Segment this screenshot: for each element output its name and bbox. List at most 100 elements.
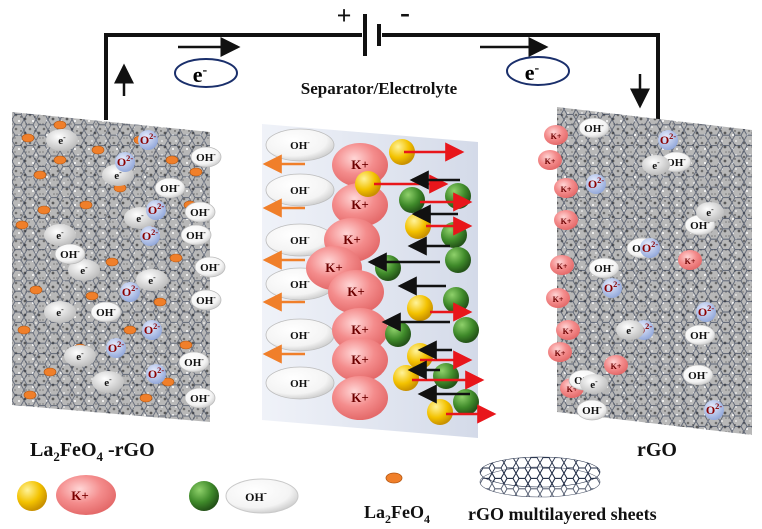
oxide-ion: O2- bbox=[140, 226, 160, 246]
svg-text:e-: e- bbox=[590, 377, 598, 391]
hydroxide-ion: OH- bbox=[576, 399, 608, 421]
la2feo4-particle bbox=[165, 155, 179, 165]
la2feo4-particle bbox=[79, 200, 93, 210]
electron-particle: e- bbox=[642, 155, 670, 175]
svg-text:e-: e- bbox=[114, 168, 122, 182]
legend-la2feo4-label: La2FeO4 bbox=[364, 502, 430, 526]
svg-text:OH-: OH- bbox=[690, 218, 710, 232]
yellow-particle bbox=[355, 171, 381, 197]
electron-label: e bbox=[525, 60, 535, 85]
green-particle bbox=[453, 317, 479, 343]
legend: K+ OH- La2FeO4 rGO multilayered sheets bbox=[17, 456, 657, 526]
svg-text:e-: e- bbox=[525, 60, 540, 85]
electron-particle: e- bbox=[580, 374, 608, 394]
yellow-particle bbox=[407, 295, 433, 321]
svg-text:O2-: O2- bbox=[108, 340, 125, 355]
svg-text:OH-: OH- bbox=[190, 391, 210, 405]
legend-k-ion: K+ bbox=[56, 475, 116, 515]
right-electrode: K+K+K+K+K+K+K+K+K+K+K+OH-OH-OH-OH-OH-OH-… bbox=[538, 107, 752, 435]
green-particle bbox=[453, 389, 479, 415]
hydroxide-ion: OH- bbox=[265, 128, 335, 162]
svg-text:e-: e- bbox=[80, 263, 88, 277]
hydroxide-ion: OH- bbox=[90, 301, 122, 323]
svg-text:O2-: O2- bbox=[144, 322, 161, 337]
svg-text:O2-: O2- bbox=[698, 304, 715, 319]
svg-text:OH-: OH- bbox=[584, 121, 604, 135]
svg-text:OH-: OH- bbox=[290, 183, 310, 197]
electron-particle: e- bbox=[46, 129, 78, 151]
electron-particle: e- bbox=[616, 320, 644, 340]
svg-text:e-: e- bbox=[58, 133, 66, 147]
svg-text:K+: K+ bbox=[553, 295, 564, 304]
svg-text:e-: e- bbox=[193, 62, 208, 87]
svg-text:K+: K+ bbox=[351, 352, 369, 367]
svg-text:O2-: O2- bbox=[604, 280, 621, 295]
oxide-ion: O2- bbox=[120, 282, 140, 302]
svg-text:O2-: O2- bbox=[122, 284, 139, 299]
la2feo4-particle bbox=[189, 167, 203, 177]
green-particle bbox=[433, 363, 459, 389]
svg-text:K+: K+ bbox=[347, 284, 365, 299]
svg-text:OH-: OH- bbox=[190, 205, 210, 219]
svg-text:O2-: O2- bbox=[140, 132, 157, 147]
svg-text:O2-: O2- bbox=[706, 402, 723, 417]
svg-text:K+: K+ bbox=[545, 157, 556, 166]
green-particle bbox=[385, 321, 411, 347]
la2feo4-particle bbox=[21, 133, 35, 143]
electron-sup: - bbox=[203, 63, 208, 78]
la2feo4-particle bbox=[37, 205, 51, 215]
svg-text:O2-: O2- bbox=[642, 240, 659, 255]
oxide-ion: O2- bbox=[602, 278, 622, 298]
svg-text:K+: K+ bbox=[611, 362, 622, 371]
hydroxide-ion: OH- bbox=[184, 201, 216, 223]
oxide-ion: O2- bbox=[146, 364, 166, 384]
la2feo4-particle bbox=[53, 120, 67, 130]
hydroxide-ion: OH- bbox=[194, 256, 226, 278]
la2feo4-particle bbox=[29, 285, 43, 295]
electron-sup: - bbox=[535, 61, 540, 76]
svg-text:K+: K+ bbox=[351, 197, 369, 212]
separator-ions: OH-OH-OH-OH-OH-OH-K+K+K+K+K+K+K+K+ bbox=[262, 128, 497, 425]
electron-particle: e- bbox=[68, 259, 100, 281]
svg-text:K+: K+ bbox=[567, 385, 578, 394]
potassium-ion: K+ bbox=[678, 250, 702, 270]
battery-minus-sign: - bbox=[400, 0, 410, 29]
oxide-ion: O2- bbox=[142, 320, 162, 340]
legend-oh-ion: OH- bbox=[225, 478, 299, 514]
la2feo4-particle bbox=[53, 155, 67, 165]
svg-text:OH-: OH- bbox=[290, 233, 310, 247]
svg-text:K+: K+ bbox=[325, 260, 343, 275]
la2feo4-particle bbox=[91, 145, 105, 155]
svg-text:OH-: OH- bbox=[96, 305, 116, 319]
left-electrode: e-e-e-e-e-e-e-e-e-O2-O2-O2-O2-O2-O2-O2-O… bbox=[12, 112, 226, 422]
svg-text:K+: K+ bbox=[351, 390, 369, 405]
left-electrode-label: La2FeO4 -rGO bbox=[30, 439, 155, 464]
la2feo4-particle bbox=[17, 325, 31, 335]
legend-green-ball bbox=[189, 481, 219, 511]
svg-text:OH-: OH- bbox=[196, 293, 216, 307]
oxide-ion: O2- bbox=[696, 302, 716, 322]
yellow-particle bbox=[427, 399, 453, 425]
legend-yellow-ball bbox=[17, 481, 47, 511]
potassium-ion: K+ bbox=[546, 288, 570, 308]
hydroxide-ion: OH- bbox=[578, 117, 610, 139]
oxide-ion: O2- bbox=[640, 238, 660, 258]
potassium-ion: K+ bbox=[548, 342, 572, 362]
svg-text:K+: K+ bbox=[561, 217, 572, 226]
electron-bubble-left: e- bbox=[174, 58, 238, 88]
svg-text:K+: K+ bbox=[71, 488, 89, 503]
svg-text:e-: e- bbox=[136, 211, 144, 225]
oxide-ion: O2- bbox=[106, 338, 126, 358]
la2feo4-particle bbox=[105, 257, 119, 267]
svg-text:OH-: OH- bbox=[160, 181, 180, 195]
svg-text:OH-: OH- bbox=[594, 261, 614, 275]
potassium-ion: K+ bbox=[604, 355, 628, 375]
la2feo4-particle bbox=[43, 367, 57, 377]
svg-text:e-: e- bbox=[56, 305, 64, 319]
svg-text:e-: e- bbox=[626, 323, 634, 337]
hydroxide-ion: OH- bbox=[180, 224, 212, 246]
potassium-ion: K+ bbox=[332, 338, 388, 382]
hydroxide-ion: OH- bbox=[178, 351, 210, 373]
svg-text:O2-: O2- bbox=[142, 228, 159, 243]
oxide-ion: O2- bbox=[115, 152, 135, 172]
